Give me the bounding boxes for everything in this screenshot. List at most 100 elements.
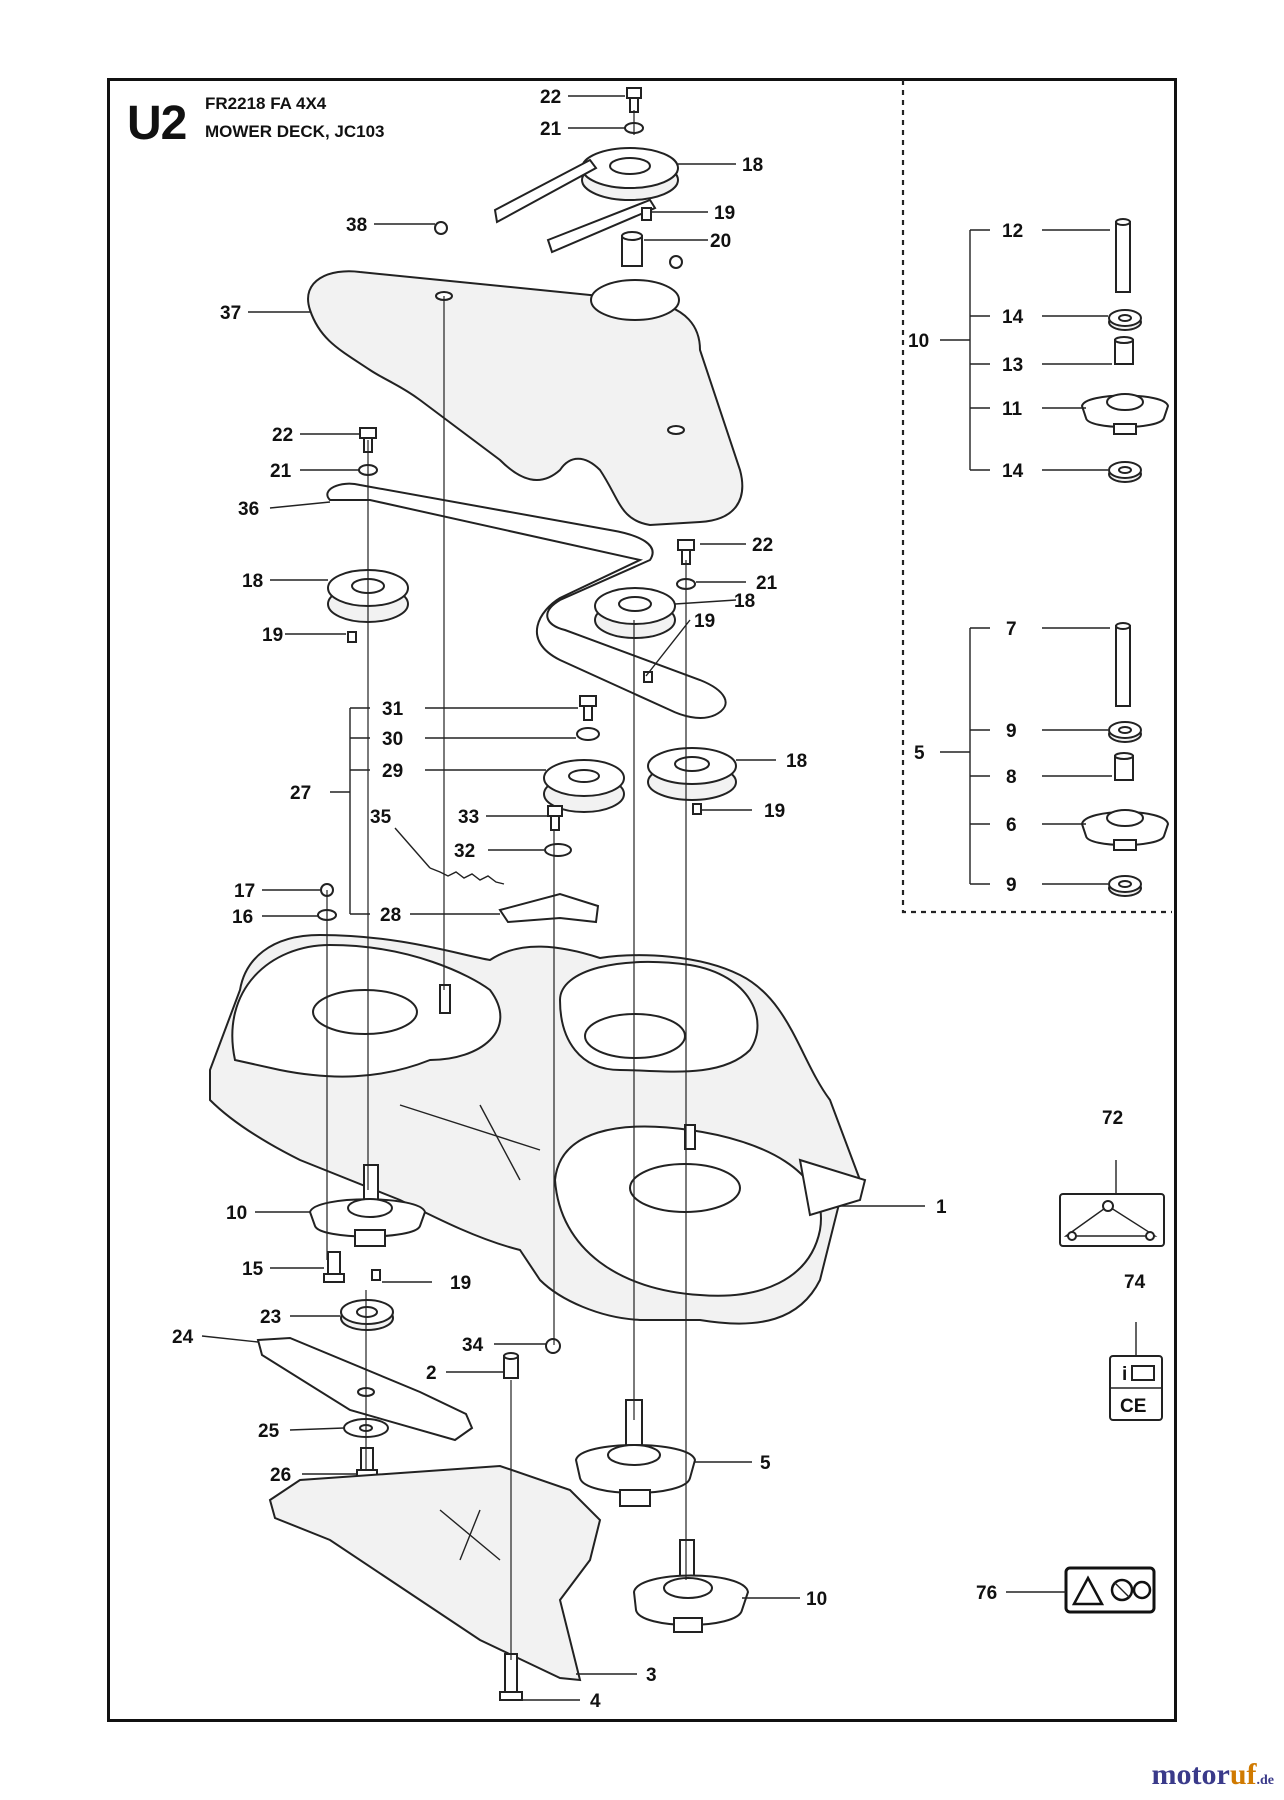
callout-29: 29	[382, 761, 403, 782]
callout-33: 33	[458, 807, 479, 828]
spacer-bushing	[621, 231, 643, 267]
leader-lines	[201, 95, 1137, 1701]
callout-8: 8	[1006, 767, 1017, 788]
callout-9: 9	[1006, 875, 1017, 896]
callout-19: 19	[714, 203, 735, 224]
kit-bearing-14b	[1108, 461, 1142, 483]
cover-hole-2	[667, 425, 685, 435]
deflector-bolt-4	[499, 1653, 523, 1701]
callout-24: 24	[172, 1327, 194, 1348]
idler-washer	[576, 727, 600, 741]
callout-22: 22	[272, 425, 293, 446]
right-key	[692, 803, 702, 815]
top-pulley	[581, 147, 679, 201]
deck-stud	[439, 984, 451, 1014]
callout-20: 20	[710, 231, 731, 252]
callout-37: 37	[220, 303, 241, 324]
kit-bracket-10	[940, 229, 990, 471]
deflector-shield	[268, 1464, 602, 1682]
callout-10: 10	[806, 1589, 827, 1610]
callout-25: 25	[258, 1421, 280, 1442]
callout-9: 9	[1006, 721, 1017, 742]
callout-21: 21	[270, 461, 292, 482]
right-bolt	[677, 539, 695, 565]
callout-76: 76	[976, 1583, 997, 1604]
kit-spacer-13	[1114, 336, 1134, 365]
top-belt-segment-2	[546, 198, 657, 254]
kit-bearing-9b	[1108, 875, 1142, 897]
kit-housing-6	[1080, 809, 1170, 851]
top-belt-segment	[493, 158, 598, 224]
watermark-logo: motoruf.de	[1152, 1758, 1274, 1792]
callout-19: 19	[694, 611, 715, 632]
callout-34: 34	[462, 1335, 484, 1356]
kit-bearing-9a	[1108, 721, 1142, 743]
cover-collar	[590, 279, 680, 321]
arm-washer	[544, 843, 572, 857]
callout-22: 22	[540, 87, 561, 108]
spindle-right	[632, 1539, 750, 1633]
kit-bearing-14a	[1108, 309, 1142, 331]
spindle-left	[308, 1164, 427, 1247]
drive-belt	[326, 482, 727, 719]
callout-12: 12	[1002, 221, 1023, 242]
kit-leaders	[1042, 229, 1112, 885]
callout-17: 17	[234, 881, 255, 902]
center-key	[643, 671, 653, 683]
callout-74: 74	[1124, 1272, 1146, 1293]
callout-35: 35	[370, 807, 392, 828]
decal-72	[1059, 1193, 1165, 1247]
nut-34	[545, 1338, 561, 1354]
watermark-part-b: uf	[1229, 1758, 1257, 1791]
callout-5: 5	[760, 1453, 771, 1474]
callout-26: 26	[270, 1465, 291, 1486]
callout-72: 72	[1102, 1108, 1123, 1129]
callout-11: 11	[1002, 399, 1023, 420]
watermark-part-a: motor	[1151, 1758, 1230, 1791]
right-pulley	[647, 747, 737, 801]
callout-10: 10	[226, 1203, 247, 1224]
top-bolt	[626, 87, 642, 113]
idler-bolt	[579, 695, 597, 721]
decal-76	[1064, 1566, 1156, 1614]
callout-6: 6	[1006, 815, 1017, 836]
idler-pulley	[543, 759, 625, 813]
model-name: FR2218 FA 4X4	[205, 94, 327, 113]
kit-shaft-7	[1115, 622, 1131, 707]
diagram-frame	[107, 78, 1177, 1722]
callout-18: 18	[242, 571, 263, 592]
callout-18: 18	[786, 751, 807, 772]
spacer-2	[503, 1352, 519, 1379]
tension-spring	[429, 867, 505, 885]
callout-22: 22	[752, 535, 773, 556]
callout-1: 1	[936, 1197, 947, 1218]
callout-32: 32	[454, 841, 475, 862]
callout-30: 30	[382, 729, 403, 750]
kit-spacer-8	[1114, 752, 1134, 781]
watermark-suffix: .de	[1256, 1773, 1275, 1788]
callout-18: 18	[734, 591, 755, 612]
callout-7: 7	[1006, 619, 1017, 640]
callout-21: 21	[756, 573, 778, 594]
key	[641, 207, 652, 221]
spindle-bolt-15	[323, 1251, 345, 1283]
decal-74: i CE	[1109, 1355, 1163, 1421]
callout-10: 10	[908, 331, 929, 352]
blade-bolt	[356, 1447, 378, 1479]
deck-spindle-hole-left	[312, 989, 418, 1035]
callout-2: 2	[426, 1363, 437, 1384]
callout-19: 19	[764, 801, 785, 822]
left-key	[347, 631, 357, 643]
callout-3: 3	[646, 1665, 657, 1686]
cover-screw-38	[434, 221, 448, 235]
callout-15: 15	[242, 1259, 264, 1280]
deck-rim	[798, 1158, 867, 1217]
center-pulley	[594, 587, 676, 639]
callout-28: 28	[380, 905, 401, 926]
deck-x-brace	[399, 1104, 541, 1181]
page-code: U2	[127, 97, 187, 150]
callout-23: 23	[260, 1307, 281, 1328]
info-icon: i	[1122, 1364, 1127, 1385]
callout-36: 36	[238, 499, 259, 520]
